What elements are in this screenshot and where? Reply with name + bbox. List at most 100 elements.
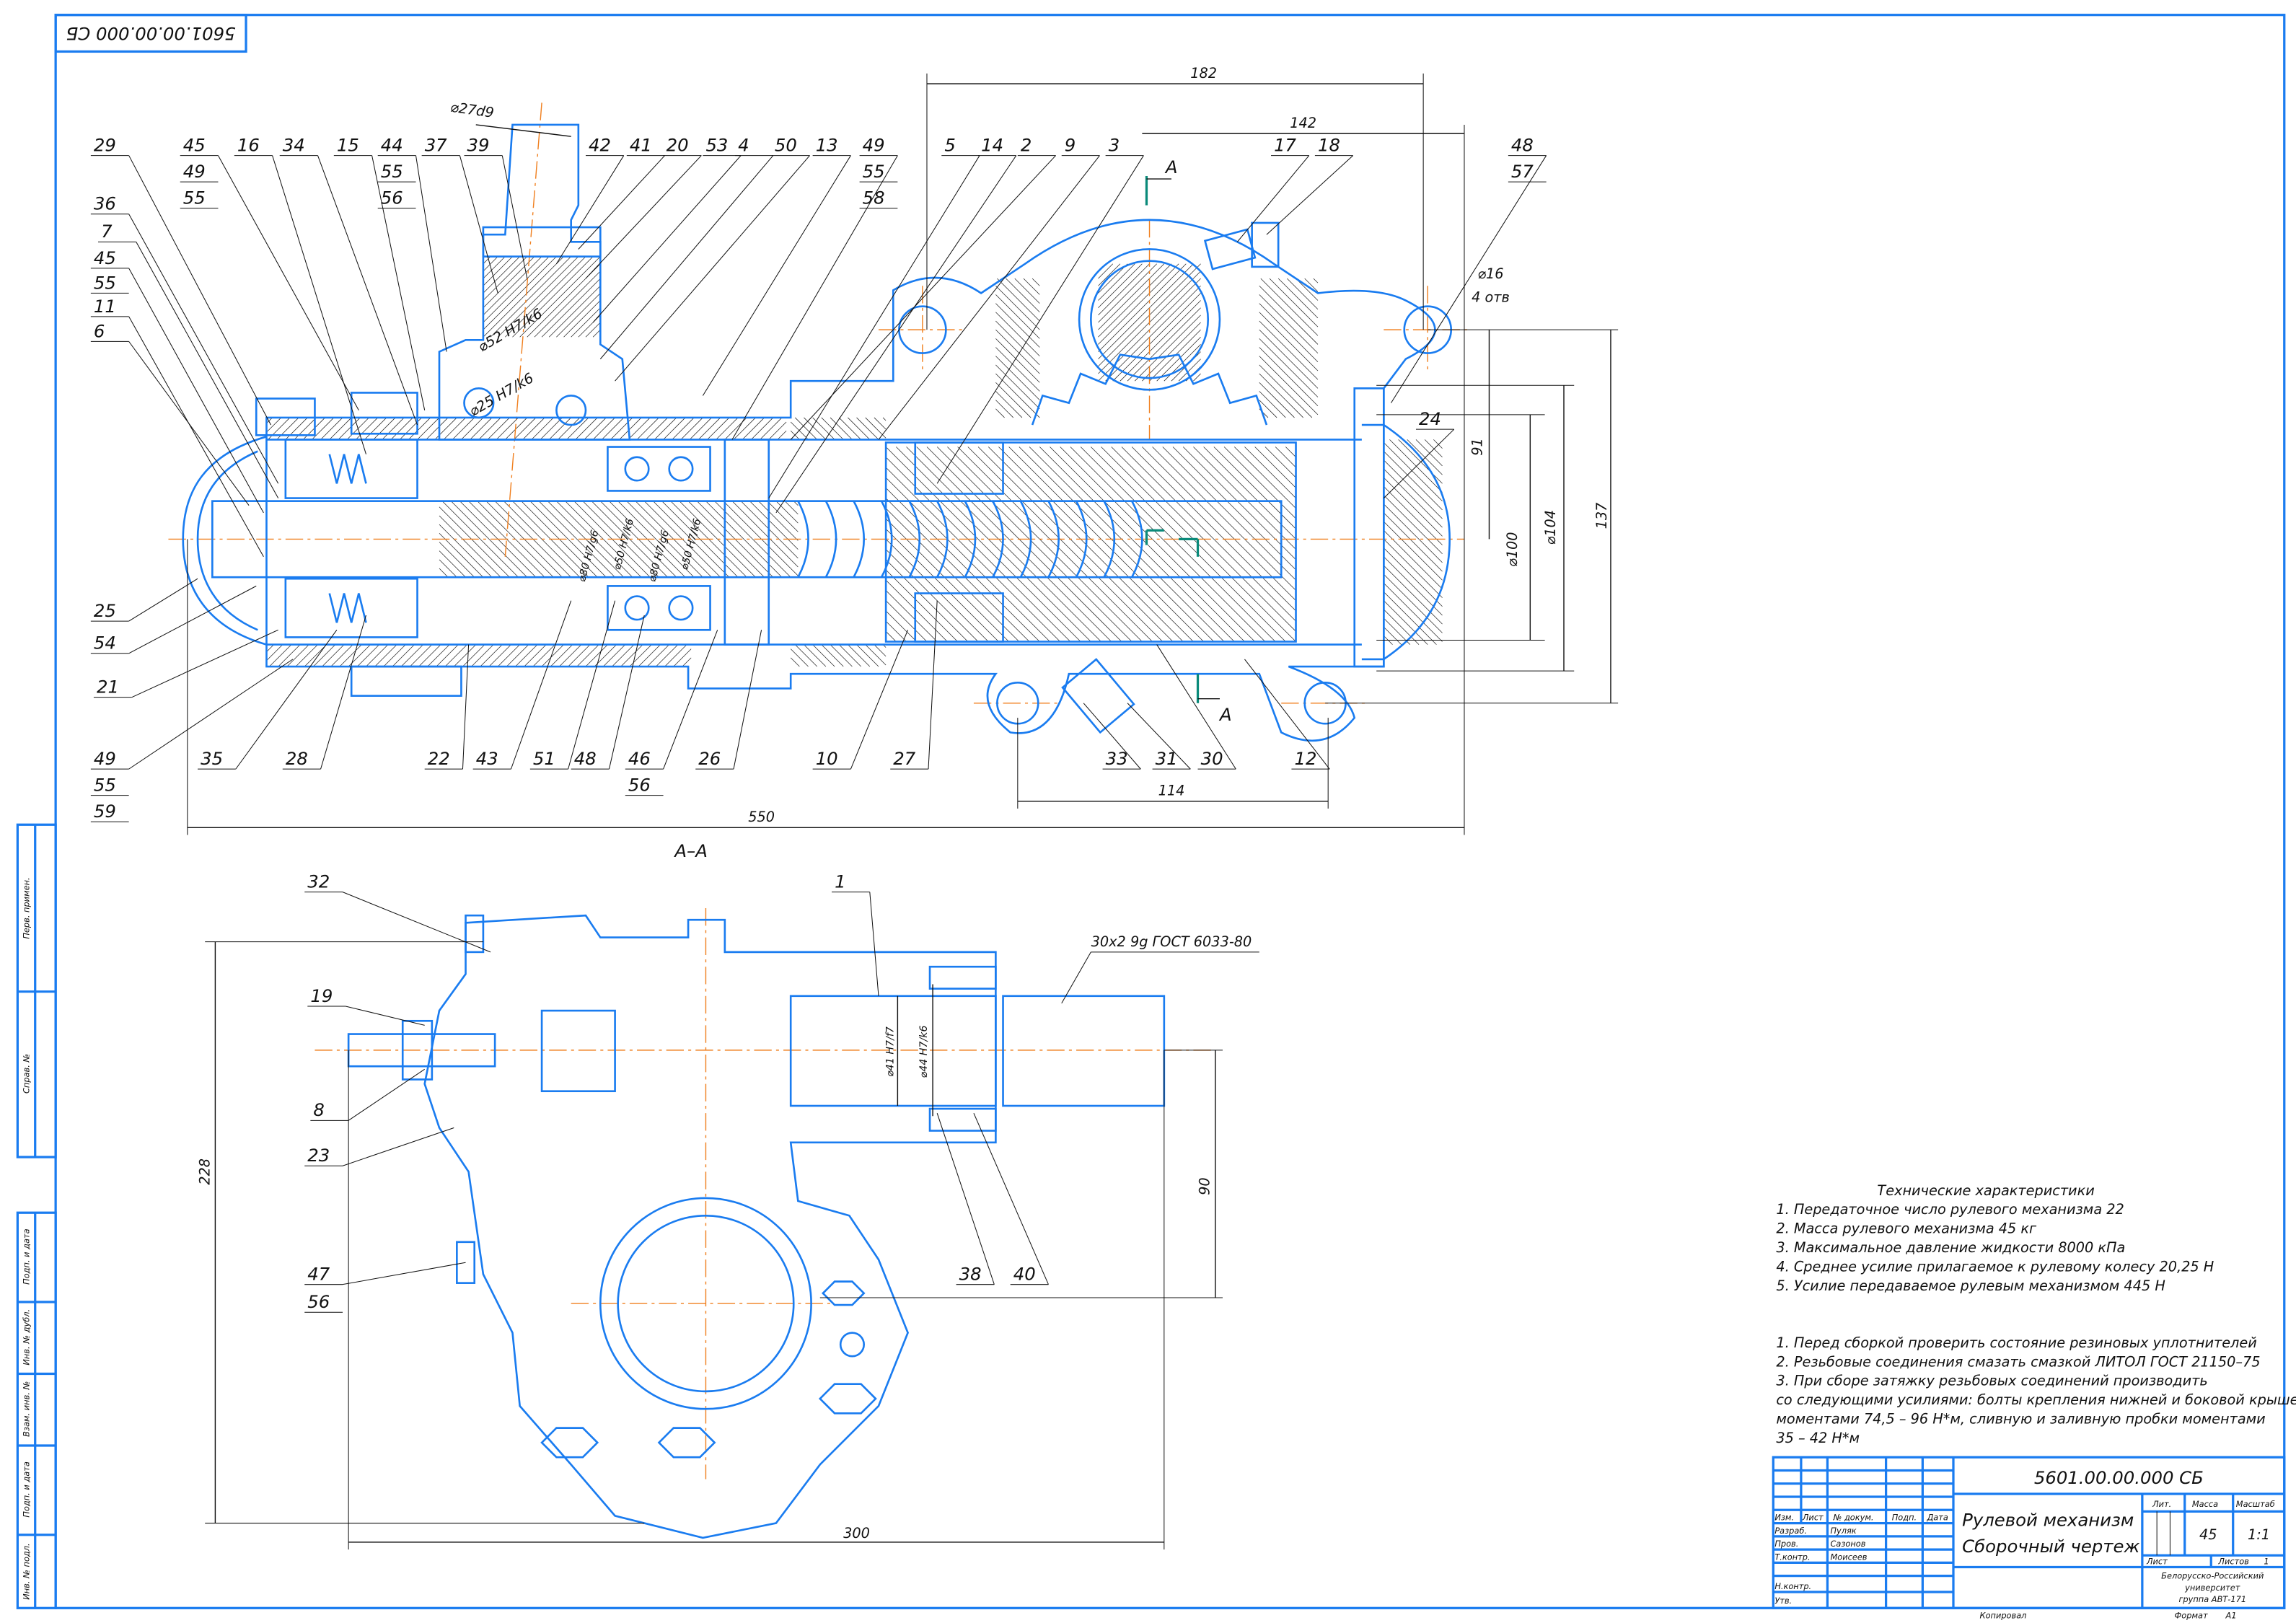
hatch-line bbox=[266, 644, 274, 652]
hatch-line bbox=[1098, 263, 1143, 308]
hatch-line bbox=[995, 338, 1040, 383]
hatch-line bbox=[1384, 468, 1443, 528]
hatch-line bbox=[997, 278, 1040, 322]
leader-line bbox=[317, 155, 418, 426]
hatch-line bbox=[266, 417, 273, 424]
leader-line bbox=[869, 892, 879, 996]
hatch-line bbox=[1259, 347, 1319, 406]
leader-line bbox=[878, 155, 1100, 440]
hatch-line bbox=[1384, 495, 1443, 554]
hatch-line bbox=[784, 501, 799, 515]
leader-line bbox=[415, 155, 447, 352]
leader-line bbox=[501, 155, 528, 279]
screw-thread bbox=[1103, 501, 1116, 578]
leader-line bbox=[128, 341, 250, 506]
hatch-line bbox=[392, 644, 415, 667]
leader-line bbox=[568, 600, 616, 770]
callout-36: 36 bbox=[94, 193, 116, 214]
hatch-line bbox=[483, 256, 491, 265]
requirement-line: 1. Перед сборкой проверить состояние рез… bbox=[1776, 1334, 2256, 1351]
callout-13: 13 bbox=[816, 134, 838, 155]
hatch-line bbox=[541, 278, 601, 338]
hatch-line bbox=[329, 417, 352, 440]
hatch-line bbox=[439, 506, 510, 578]
hatch-line bbox=[339, 644, 362, 667]
callout-55: 55 bbox=[183, 188, 206, 208]
role-label: Утв. bbox=[1774, 1596, 1792, 1606]
hatch-line bbox=[838, 644, 861, 667]
callout-24: 24 bbox=[1419, 408, 1441, 429]
hatch-line bbox=[885, 488, 1040, 642]
hatch-line bbox=[626, 501, 703, 578]
hatch-line bbox=[885, 600, 928, 642]
hatch-line bbox=[1259, 285, 1319, 345]
hatch-line bbox=[1433, 439, 1443, 449]
callout-30: 30 bbox=[1201, 748, 1223, 769]
hatch-line bbox=[1244, 447, 1296, 498]
hatch-line bbox=[436, 644, 459, 667]
hatch-line bbox=[483, 256, 550, 323]
leader-line bbox=[1383, 428, 1455, 498]
hatch-line bbox=[313, 644, 336, 667]
hatch-line bbox=[885, 549, 979, 642]
hatch-line bbox=[1384, 477, 1443, 537]
hatch-line bbox=[1213, 447, 1296, 529]
requirement-line: со следующими усилиями: болты крепления … bbox=[1776, 1391, 2296, 1408]
screw-thread bbox=[1131, 501, 1143, 578]
org-line3: группа АВТ-171 bbox=[2178, 1594, 2246, 1604]
hatch-line bbox=[1384, 547, 1443, 607]
hatch-line bbox=[568, 644, 591, 667]
title-block: 5601.00.00.000 СБ Рулевой механизм Сборо… bbox=[1772, 1456, 2286, 1621]
hatch-line bbox=[1112, 293, 1201, 382]
hatch-line bbox=[1223, 447, 1296, 519]
hatch-line bbox=[1008, 447, 1204, 642]
callout-51: 51 bbox=[533, 748, 555, 769]
drawing-name-line1: Рулевой механизм bbox=[1962, 1510, 2134, 1531]
hatch-line bbox=[1384, 583, 1443, 642]
callout-32: 32 bbox=[307, 871, 330, 892]
role-label: Н.контр. bbox=[1774, 1581, 1811, 1591]
hatch-line bbox=[885, 539, 989, 642]
hatch-line bbox=[1287, 278, 1319, 309]
screw-thread bbox=[1047, 501, 1060, 578]
side-strip-label: Взам. инв. № bbox=[22, 1381, 32, 1437]
hatch-line bbox=[559, 644, 582, 667]
callout-55: 55 bbox=[863, 161, 885, 182]
hatch-line bbox=[775, 501, 799, 524]
dimension-text: ⌀44 H7/k6 bbox=[918, 1026, 930, 1078]
leader-line bbox=[128, 578, 198, 622]
hatch-line bbox=[488, 644, 511, 667]
callout-19: 19 bbox=[310, 985, 333, 1006]
hatch-line bbox=[1178, 359, 1201, 382]
hatch-line bbox=[830, 417, 853, 440]
copied-label: Копировал bbox=[1980, 1611, 2027, 1621]
dimension-text: 550 bbox=[748, 809, 775, 825]
hatch-line bbox=[417, 417, 440, 440]
hatch-line bbox=[795, 417, 817, 440]
dimension-text: ⌀100 bbox=[1504, 532, 1521, 566]
hatch-line bbox=[1277, 278, 1319, 319]
callout-33: 33 bbox=[1106, 748, 1128, 769]
hatch-line bbox=[592, 329, 601, 338]
hatch-line bbox=[1384, 442, 1443, 501]
hatch-line bbox=[654, 417, 677, 440]
hatch-line bbox=[278, 644, 301, 667]
org-line2: университет bbox=[2184, 1583, 2240, 1593]
hatch-line bbox=[995, 329, 1040, 374]
callout-42: 42 bbox=[589, 134, 611, 155]
hatch-line bbox=[1259, 373, 1303, 418]
hatch-line bbox=[576, 644, 599, 667]
spec-item: 4. Среднее усилие прилагаемое к рулевому… bbox=[1776, 1258, 2214, 1275]
callout-55: 55 bbox=[94, 272, 116, 293]
hatch-line bbox=[656, 644, 679, 667]
leader-line bbox=[973, 1112, 1049, 1285]
hatch-line bbox=[714, 501, 791, 578]
hatch-line bbox=[838, 417, 861, 440]
leader-line bbox=[1391, 155, 1547, 403]
hatch-line bbox=[947, 447, 1143, 642]
sheets-label: Листов bbox=[2217, 1556, 2249, 1566]
hatch-line bbox=[716, 417, 739, 440]
callout-11: 11 bbox=[94, 296, 116, 317]
hatch-line bbox=[995, 312, 1040, 356]
hatch-line bbox=[452, 417, 475, 440]
